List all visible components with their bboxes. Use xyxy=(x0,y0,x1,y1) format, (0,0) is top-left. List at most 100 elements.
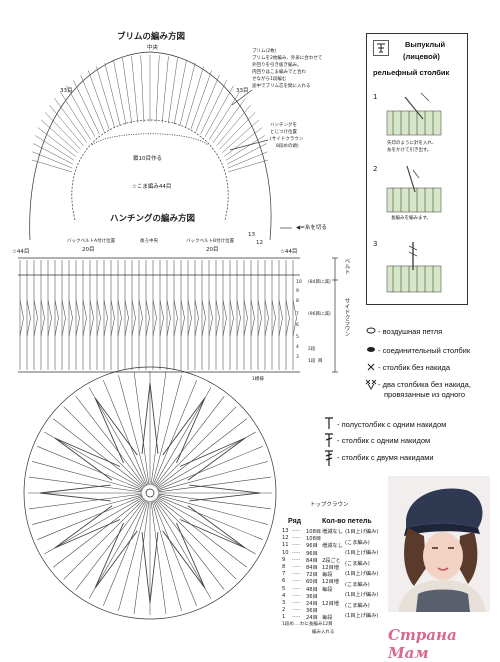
side-crown-label: サイドクラウン xyxy=(343,298,350,337)
table-leader-dots: ····· xyxy=(292,564,301,570)
step-3-number: 3 xyxy=(373,240,378,248)
brim-stitch-line xyxy=(226,143,267,165)
table-row-count: 84目 xyxy=(306,565,318,571)
attach-note-line: 8段めの頭) xyxy=(276,144,299,149)
brim-title: ブリムの編み方図 xyxy=(117,32,186,42)
table-row-number: 8 xyxy=(282,564,286,570)
table-row-note: 12目増 xyxy=(322,601,339,607)
top-crown-ray xyxy=(103,500,148,606)
top-crown-ray xyxy=(156,431,256,490)
top-crown-ray xyxy=(156,418,247,489)
table-leader-dots: ····· xyxy=(292,556,301,563)
attach-note-line: ハンチングを xyxy=(270,123,297,128)
side-crown-zigzag xyxy=(215,299,220,337)
side-crown-zigzag xyxy=(187,299,192,337)
legend-text: - воздушная петля xyxy=(378,327,443,336)
table-row-number: 9 xyxy=(282,556,286,563)
sc-increase-icon xyxy=(365,379,377,390)
table-row-note: 12目増 xyxy=(322,579,339,586)
brim-note-line: 外回りを引き抜き編み。 xyxy=(252,63,302,68)
top-crown-ray xyxy=(75,499,146,590)
brim-center-label: 中央 xyxy=(147,45,159,51)
top-crown-ray xyxy=(63,406,145,488)
side-crown-zigzag xyxy=(138,299,143,337)
legend-text: - соединительный столбик xyxy=(378,346,471,355)
side-crown-zigzag xyxy=(229,299,234,337)
table-side-note: (こま編み) xyxy=(345,539,370,546)
top-crown-wedge xyxy=(141,532,159,604)
row-2-label: 2段 xyxy=(308,347,316,352)
relief-stitch-icon xyxy=(373,40,389,56)
side-crown-zigzag xyxy=(271,299,276,337)
side-crown-zigzag xyxy=(82,299,87,337)
table-row-count: 60目 xyxy=(306,579,318,586)
table-row-number: 3 xyxy=(282,600,286,606)
brim-stitch-line xyxy=(190,70,212,130)
hunting-title: ハンチングの編み方図 xyxy=(110,214,196,224)
table-leader-dots: ····· xyxy=(292,535,301,542)
top-crown-ray xyxy=(88,387,147,487)
instr-title-1: Выпуклый xyxy=(405,40,446,49)
top-crown-ray xyxy=(154,499,225,590)
brim-stitch-line xyxy=(225,135,265,161)
brim-sc-label: ☆こま編み44目 xyxy=(132,184,172,190)
table-side-note: (1目上げ編み) xyxy=(345,613,379,619)
side-crown-zigzag xyxy=(264,299,269,337)
watermark-logo: Страна Мам xyxy=(388,626,457,662)
top-crown-ray xyxy=(118,500,149,611)
side-crown-zigzag xyxy=(250,299,255,337)
half-double-icon xyxy=(325,417,333,429)
brim-chain-label: 鎖10目作る xyxy=(133,156,162,162)
table-row-count: 24目 xyxy=(306,615,318,622)
table-leader-dots: ····· xyxy=(292,600,301,606)
brim-rounds-right: 33目 xyxy=(236,88,249,94)
brim-stitch-line xyxy=(179,62,196,126)
first-round-label: 1模様 xyxy=(252,377,264,382)
brim-stitch-line xyxy=(49,104,84,147)
top-crown-ray xyxy=(151,500,182,611)
brim-note-line: ブリム(2枚) xyxy=(252,49,277,54)
row-tail-label: 目 xyxy=(318,359,323,364)
side-crown-zigzag xyxy=(285,299,290,337)
brim-stitch-line xyxy=(54,98,88,143)
table-leader-dots: ····· xyxy=(292,607,301,614)
brim-stitch-line xyxy=(161,56,169,123)
row-number: 9 xyxy=(296,289,299,294)
table-row-note: 2段ごと xyxy=(322,557,341,564)
brim-stitch-line xyxy=(44,112,81,150)
top-crown-ray xyxy=(150,372,167,486)
table-row-number: 4 xyxy=(282,592,286,599)
side-crown-zigzag xyxy=(75,299,80,337)
table-row-count: 36目 xyxy=(306,608,318,615)
attach-note-line: (サイドクラウン xyxy=(270,137,304,142)
top-crown-ray xyxy=(157,461,268,492)
side-crown-zigzag xyxy=(124,299,129,337)
table-row-count: 84目 xyxy=(306,557,318,564)
brim-num-13: 13 xyxy=(248,232,255,238)
table-row-count: 108目 xyxy=(306,529,322,535)
side-crown-zigzag xyxy=(103,299,108,337)
brim-stitch-line xyxy=(195,74,220,132)
brim-stitch-line xyxy=(155,55,160,123)
brim-stitch-line xyxy=(227,159,269,173)
side-crown-zigzag xyxy=(33,299,38,337)
back-belt-a-label: バックベルトA付け位置 xyxy=(67,239,116,244)
step-2-illustration xyxy=(386,165,442,213)
row-number: 4 xyxy=(296,345,299,350)
instruction-box: Выпуклый (лицевой) рельефный столбик 1 矢… xyxy=(366,33,468,305)
brim-stitch-line xyxy=(173,60,187,125)
row-number: 10 xyxy=(296,280,302,285)
table-leader-dots: ····· xyxy=(292,571,301,578)
table-row-note: 毎段 xyxy=(322,615,333,622)
top-crown-ray xyxy=(155,406,237,488)
brim-stitch-line xyxy=(212,98,246,143)
top-crown-ray xyxy=(75,396,146,487)
table-leader-dots: ····· xyxy=(292,549,301,556)
side-crown-zigzag xyxy=(54,299,59,337)
table-row-number: 10 xyxy=(282,549,289,556)
brim-note-line: 途中でブリム芯を間に入れる xyxy=(252,84,311,89)
table-row-number: 11 xyxy=(282,542,289,549)
top-crown-ray xyxy=(118,375,149,486)
side-crown-zigzag xyxy=(243,299,248,337)
top-crown-ray xyxy=(63,498,145,580)
